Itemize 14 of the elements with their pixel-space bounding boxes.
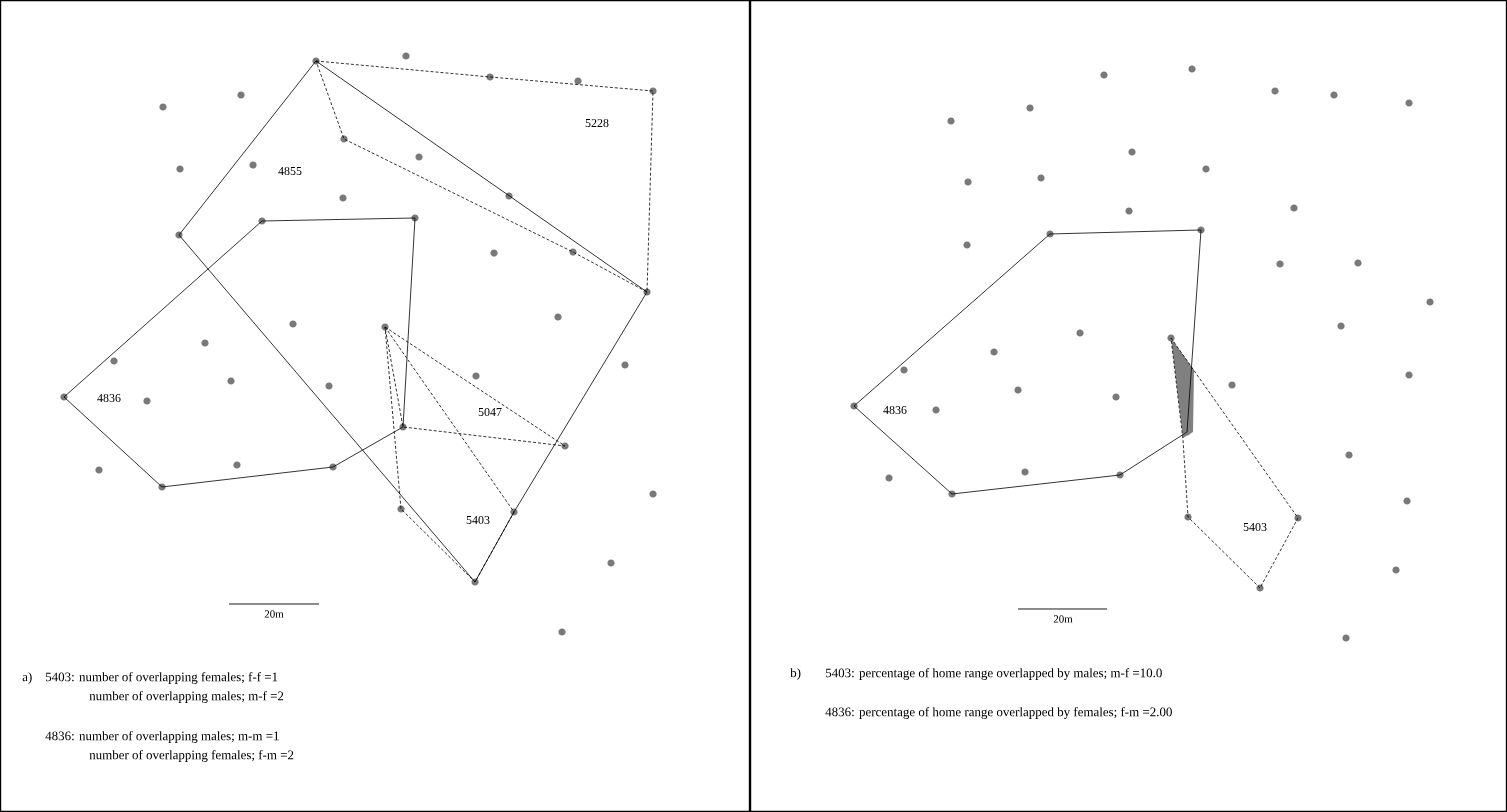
- caption-text: b): [790, 668, 801, 680]
- home-range-polygon: 5228: [315, 60, 654, 293]
- caption-text: 5403: number of overlapping females; f-f =1: [45, 672, 278, 684]
- caption-text: number of overlapping females; f-m =2: [89, 750, 294, 762]
- scale-label: 20m: [1053, 615, 1073, 623]
- caption-text: 4836: percentage of home range overlapped by females; f-m =2.00: [825, 707, 1172, 719]
- scale-label: 20m: [264, 610, 284, 618]
- caption-text: 4836: number of overlapping males; m-m =1: [45, 731, 279, 743]
- home-range-polygon: 4836: [853, 229, 1202, 495]
- caption-text: a): [22, 672, 32, 684]
- home-range-polygon: 5403: [1170, 337, 1299, 589]
- home-range-polygon: 4836: [63, 217, 416, 488]
- caption-text: number of overlapping males; m-f =2: [89, 691, 284, 703]
- caption-text: 5403: percentage of home range overlapped by males; m-f =10.0: [825, 668, 1162, 680]
